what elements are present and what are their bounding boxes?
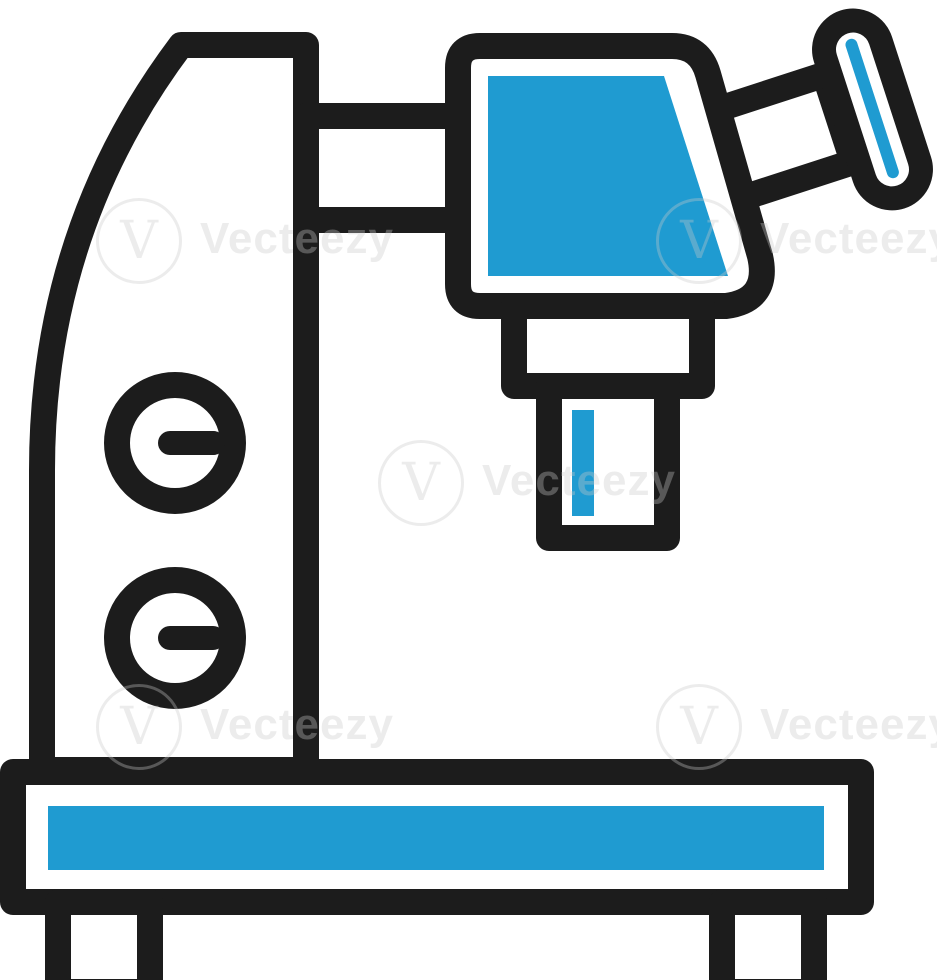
eyepiece-lens xyxy=(812,8,933,211)
objective-lens xyxy=(536,373,680,551)
foot-left xyxy=(45,889,163,980)
base-stripe xyxy=(48,806,824,870)
foot-right xyxy=(709,889,827,980)
head-screen xyxy=(488,76,728,276)
objective-highlight xyxy=(572,410,594,516)
head-connector xyxy=(293,103,479,233)
coarse-focus-knob xyxy=(104,372,246,514)
fine-focus-knob xyxy=(104,567,246,709)
